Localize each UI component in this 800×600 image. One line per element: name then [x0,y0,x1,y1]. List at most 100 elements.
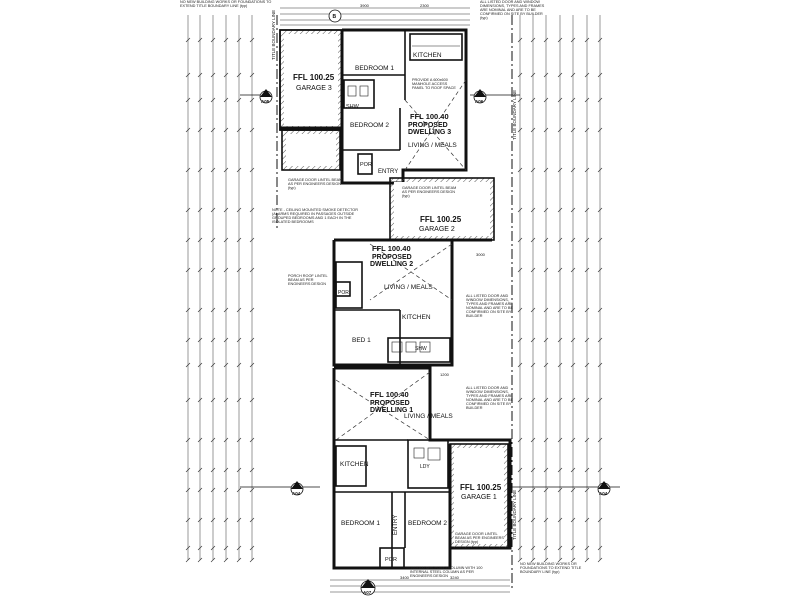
d2-kitchen: KITCHEN [402,314,431,321]
dimension-tick [517,307,523,313]
dimension-tick [530,397,536,403]
right-dimension-strings [517,15,603,563]
dimension-tick [584,362,590,368]
dimension-tick [530,337,536,343]
d3-living: LIVING / MEALS [408,142,457,149]
dimension-tick [210,307,216,313]
dimension-tick [530,557,536,563]
dimension-tick [236,127,242,133]
dimension-tick [517,362,523,368]
dimension-tick [557,545,563,551]
dimension-tick [570,557,576,563]
d3-kitchen: KITCHEN [413,52,442,59]
dimension-tick [249,337,255,343]
dimension-tick [584,127,590,133]
dimension-tick [249,97,255,103]
dimension-tick [185,72,191,78]
dimension-tick [570,307,576,313]
d3-bedroom-2: BEDROOM 2 [350,122,389,129]
d1-title1: PROPOSED [370,400,410,407]
dimension-tick [197,467,203,473]
dimension-tick [223,72,229,78]
dimension-tick [543,517,549,523]
dimension-tick [197,397,203,403]
dimension-tick [236,97,242,103]
dimension-tick [210,545,216,551]
note-garage-lintel-2: GARAGE DOOR LINTEL BEAM AS PER ENGINEERS… [402,186,456,198]
dimension-tick [249,267,255,273]
section-marker-a05-top: A05 [240,89,273,104]
dimension-tick [597,37,603,43]
dimension-tick [557,37,563,43]
dim-bottom-1: 3400 [400,575,410,580]
d3-shw: SHW [346,104,360,110]
dimension-tick [584,237,590,243]
dimension-tick [584,467,590,473]
dimension-tick [557,557,563,563]
dimension-tick [543,362,549,368]
dimension-tick [517,37,523,43]
dimension-tick [185,237,191,243]
dimension-tick [249,557,255,563]
dimension-tick [185,467,191,473]
dimension-tick [543,545,549,551]
dimension-tick [197,167,203,173]
dimension-tick [249,127,255,133]
note-bottom-right: NO NEW BUILDING WORKS OR FOUNDATIONS TO … [520,562,581,574]
note-garage-lintel-1: GARAGE DOOR LINTEL BEAM AS PER ENGINEERS… [455,532,504,544]
dimension-tick [597,97,603,103]
d2-por: POR [338,290,349,296]
d3-por: POR [360,162,372,168]
d1-ldy: LDY [420,464,430,470]
dimension-tick [210,437,216,443]
dimension-tick [570,97,576,103]
dimension-tick [517,97,523,103]
dimension-tick [530,362,536,368]
dimension-tick [185,267,191,273]
dimension-tick [570,237,576,243]
dimension-tick [210,267,216,273]
dimension-tick [249,437,255,443]
dimension-tick [517,127,523,133]
dimension-tick [236,72,242,78]
dimension-tick [236,467,242,473]
dimension-tick [197,237,203,243]
dimension-tick [557,517,563,523]
note-access-panel: PROVIDE A 600x600 MANHOLE ACCESS PANEL T… [412,78,456,90]
dimension-tick [557,237,563,243]
dimension-tick [584,72,590,78]
dimension-tick [584,97,590,103]
dimension-tick [570,517,576,523]
d3-title1: PROPOSED [408,122,448,129]
dimension-tick [557,362,563,368]
dimension-tick [543,437,549,443]
dimension-tick [517,167,523,173]
dimension-tick [584,37,590,43]
dimension-tick [597,167,603,173]
dimension-tick [597,72,603,78]
section-marker-a07-bottom: A07 [360,579,376,596]
dimension-tick [530,307,536,313]
dimension-tick [236,207,242,213]
dimension-tick [557,397,563,403]
dimension-tick [597,267,603,273]
dimension-tick [597,467,603,473]
garage-2-ffl: FFL 100.25 [420,215,462,224]
left-dimension-strings [185,15,255,563]
dimension-tick [197,207,203,213]
dimension-tick [223,517,229,523]
dimension-tick [210,72,216,78]
dimension-tick [223,307,229,313]
d1-kitchen: KITCHEN [340,461,369,468]
dimension-tick [517,487,523,493]
d2-bed-1: BED 1 [352,337,371,344]
dimension-tick [185,337,191,343]
dimension-tick [597,237,603,243]
dimension-tick [197,97,203,103]
boundary-label-left: TITLE BOUNDARY LINE [271,10,276,60]
dimension-tick [197,487,203,493]
dimension-tick [543,307,549,313]
dimension-tick [197,127,203,133]
dimension-tick [210,167,216,173]
